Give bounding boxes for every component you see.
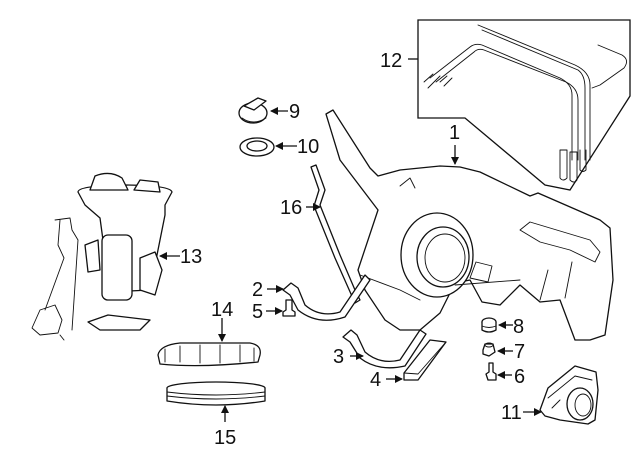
- fuel-tank: [325, 109, 614, 341]
- callout-4: 4: [370, 369, 381, 391]
- pump-seal: [166, 381, 266, 406]
- fuel-lines-inset: [417, 19, 631, 191]
- callout-13: 13: [180, 246, 202, 268]
- callout-6: 6: [514, 366, 525, 388]
- fitting: [485, 362, 497, 381]
- lock-ring: [157, 342, 261, 367]
- fuel-pump-module: [31, 172, 173, 341]
- callout-8: 8: [513, 316, 524, 338]
- grommet: [482, 342, 496, 357]
- filler-cap: [238, 97, 268, 124]
- callout-11: 11: [501, 402, 522, 424]
- vent-tube: [310, 164, 361, 304]
- callout-16: 16: [280, 197, 302, 219]
- callout-12: 12: [380, 50, 402, 72]
- callout-7: 7: [514, 341, 525, 363]
- plug: [481, 317, 497, 333]
- filler-housing: [539, 365, 599, 425]
- callout-1: 1: [449, 122, 460, 144]
- callout-9: 9: [289, 101, 300, 123]
- callout-10: 10: [297, 136, 319, 158]
- tank-strap-front: [282, 274, 371, 321]
- callout-14: 14: [211, 299, 233, 321]
- callout-5: 5: [252, 301, 263, 323]
- strap-bolt: [282, 299, 296, 317]
- strap-pad: [403, 339, 447, 381]
- callout-2: 2: [252, 279, 263, 301]
- cap-seal: [239, 137, 275, 157]
- callout-3: 3: [333, 346, 344, 368]
- callout-15: 15: [214, 427, 236, 449]
